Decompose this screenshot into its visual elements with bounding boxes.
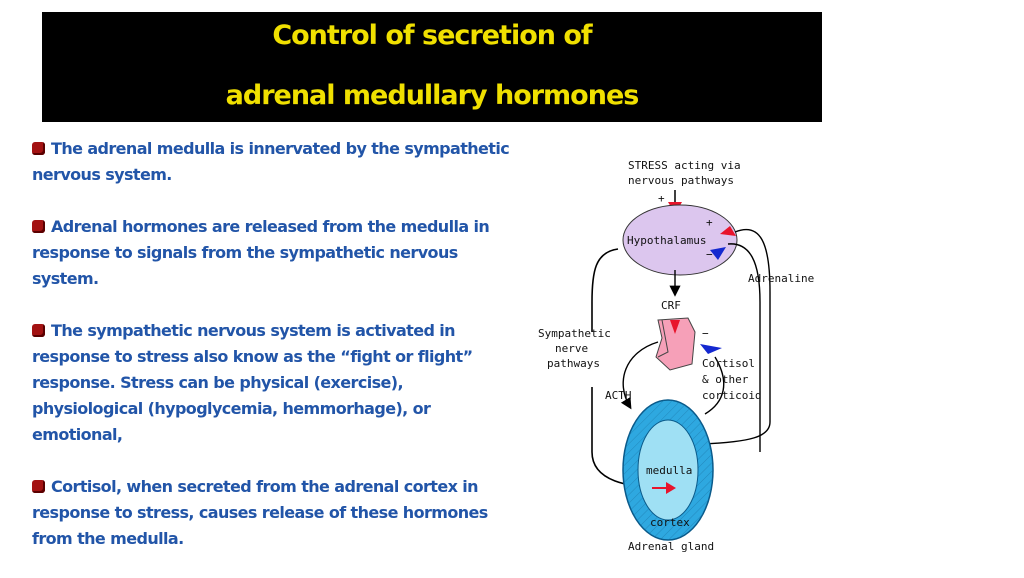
plus-sign: + (658, 192, 665, 205)
minus-sign: − (706, 248, 713, 261)
adrenaline-feedback-arrow-icon (720, 226, 736, 236)
bullet-paragraph: Adrenal hormones are released from the m… (32, 214, 512, 292)
bullet-paragraph: The sympathetic nervous system is activa… (32, 318, 512, 448)
plus-sign: + (706, 216, 713, 229)
sympathetic-arrow-icon (666, 482, 676, 494)
acth-arrow (620, 341, 659, 410)
bullet-icon (32, 220, 45, 233)
sympathetic-label-line-1: Sympathetic (538, 327, 611, 340)
sympathetic-label-line-2: nerve (555, 342, 588, 355)
bullet-icon (32, 142, 45, 155)
title-bar: Control of secretion of adrenal medullar… (42, 12, 822, 122)
bullet-paragraph: The adrenal medulla is innervated by the… (32, 136, 512, 188)
medulla-label: medulla (646, 464, 692, 477)
cortisol-label-line-2: & other (702, 373, 749, 386)
crf-arrow-icon (670, 320, 680, 334)
adrenaline-label: Adrenaline (748, 272, 814, 285)
adrenal-control-diagram: STRESS acting via nervous pathways + Hyp… (538, 159, 814, 553)
bullet-icon (32, 324, 45, 337)
adrenaline-pathway-inner (727, 243, 761, 452)
pituitary-stalk (657, 319, 669, 358)
bullet-paragraph: Cortisol, when secreted from the adrenal… (32, 474, 512, 552)
bullet-text: Adrenal hormones are released from the m… (32, 217, 490, 288)
minus-sign: − (702, 327, 709, 340)
cortisol-pathway (704, 356, 725, 415)
stress-label-line-1: STRESS acting via (628, 159, 741, 172)
cortisol-label-line-1: Cortisol (702, 357, 755, 370)
cortisol-pituitary-arrow-icon (700, 344, 722, 354)
acth-label: ACTH (605, 389, 632, 402)
sympathetic-pathway-upper (591, 248, 619, 332)
hypothalamus-shape (622, 204, 738, 276)
slide-title-line-1: Control of secretion of (272, 20, 592, 51)
bullet-text: The adrenal medulla is innervated by the… (32, 139, 510, 184)
cortex-label: cortex (650, 516, 690, 529)
adrenaline-pathway (701, 228, 771, 445)
bullet-icon (32, 480, 45, 493)
stress-label-line-2: nervous pathways (628, 174, 734, 187)
cortisol-feedback-arrow-icon (710, 247, 726, 260)
pituitary-shape (655, 317, 696, 371)
bullet-text: The sympathetic nervous system is activa… (32, 321, 473, 444)
bullet-text: Cortisol, when secreted from the adrenal… (32, 477, 488, 548)
hypothalamus-label: Hypothalamus (627, 234, 706, 247)
slide-title-line-2: adrenal medullary hormones (225, 80, 640, 111)
adrenal-gland-label: Adrenal gland (628, 540, 714, 553)
adrenal-medulla-shape (637, 419, 699, 521)
sympathetic-label-line-3: pathways (547, 357, 600, 370)
crf-label: CRF (661, 299, 681, 312)
bullet-list: The adrenal medulla is innervated by the… (32, 136, 512, 578)
cortisol-label-line-3: corticoid (702, 389, 762, 402)
